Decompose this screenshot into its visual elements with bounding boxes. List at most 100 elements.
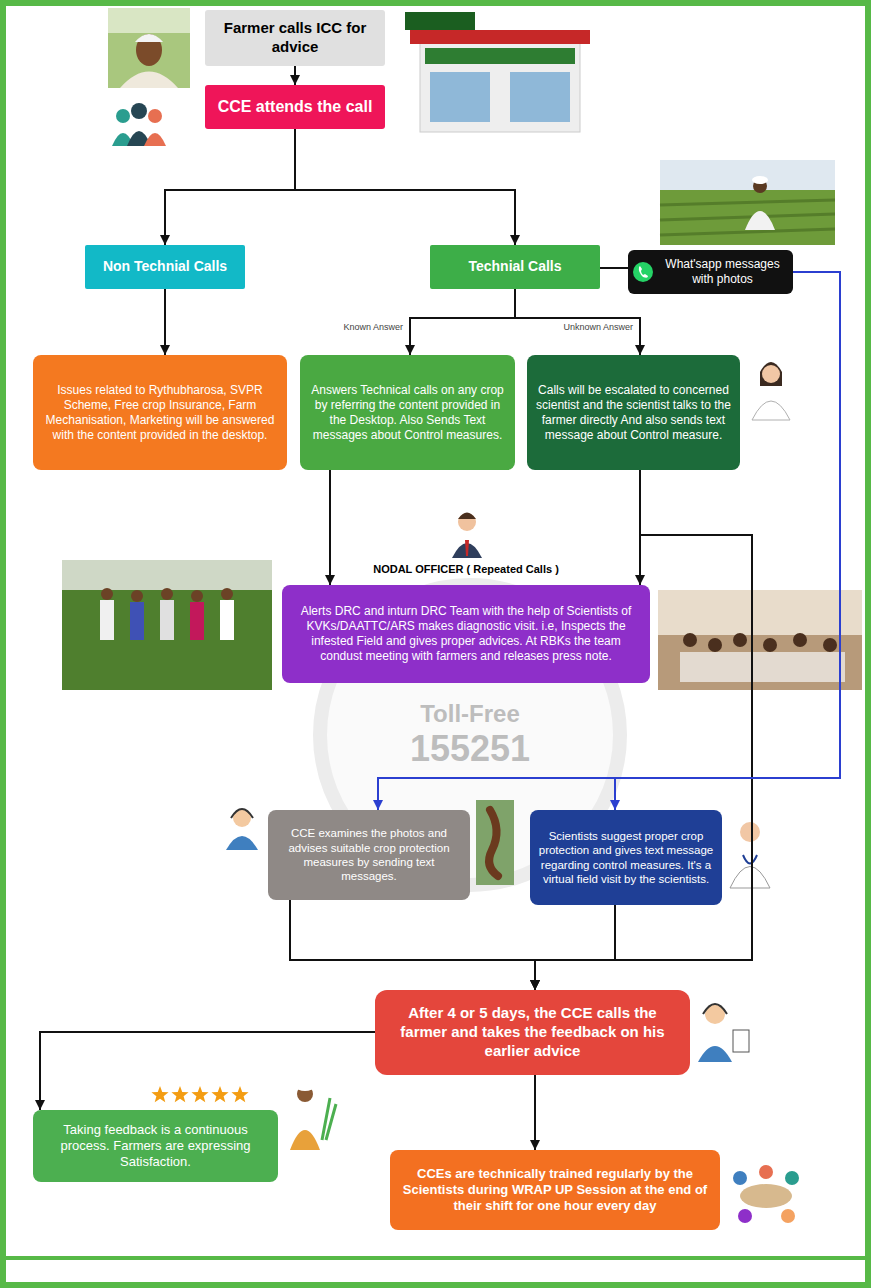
page-frame: [3, 3, 868, 1285]
building-sign: [425, 48, 575, 64]
building-board: [405, 12, 475, 30]
agent-body: [226, 836, 258, 850]
person: [190, 602, 204, 640]
note-box: CCEs are technically trained regularly b…: [390, 1150, 720, 1230]
trainee: [759, 1165, 773, 1179]
start-box: Farmer calls ICC for advice: [205, 10, 385, 66]
answer-box: Answers Technical calls on any crop by r…: [300, 355, 515, 470]
node-text: Non Technial Calls: [91, 258, 239, 276]
person-head: [823, 638, 837, 652]
farmer-turban: [752, 176, 768, 184]
note-box: Taking feedback is a continuous process.…: [33, 1110, 278, 1182]
photo-sky: [62, 560, 272, 590]
whatsapp-phone: [639, 266, 648, 278]
node-text: CCEs are technically trained regularly b…: [398, 1166, 712, 1215]
farmer-head: [136, 34, 162, 66]
field-photo: [660, 160, 835, 245]
star: [151, 1086, 168, 1102]
agent-head: [148, 109, 162, 123]
connector: [165, 129, 295, 245]
edge-label: Known Answer: [341, 322, 405, 333]
photo-wall: [658, 590, 862, 635]
connector: [294, 66, 296, 85]
person-head: [221, 588, 233, 600]
person-head: [763, 638, 777, 652]
crowd: [680, 652, 845, 682]
person-head: [793, 633, 807, 647]
star: [211, 1086, 228, 1102]
photo-sky: [660, 160, 835, 190]
photo-sky: [108, 8, 190, 33]
node-text: Scientists suggest proper crop protectio…: [538, 829, 714, 887]
person-head: [733, 633, 747, 647]
doctor-icon: [730, 822, 770, 888]
edge-label: Unknown Answer: [561, 322, 635, 333]
headset: [231, 809, 253, 818]
person-head: [708, 638, 722, 652]
connectors: [40, 66, 840, 1150]
action-box: NODAL OFFICER ( Repeated Calls )Alerts D…: [282, 585, 650, 683]
person: [220, 600, 234, 640]
pest-photo: [476, 800, 514, 885]
node-text: Taking feedback is a continuous process.…: [41, 1122, 270, 1171]
connector: [329, 470, 331, 585]
building-window: [510, 72, 570, 122]
answer-box: Calls will be escalated to concerned sci…: [527, 355, 740, 470]
officer-tie: [465, 540, 469, 556]
feedback-box: After 4 or 5 days, the CCE calls the far…: [375, 990, 690, 1075]
agent-head: [131, 103, 147, 119]
lab-coat: [730, 867, 770, 889]
meeting-photo: [658, 590, 862, 690]
connector: [535, 905, 615, 990]
photo-field: [660, 190, 835, 245]
leaf-ground: [476, 800, 514, 885]
watermark-text: Toll-Free: [320, 700, 620, 728]
node-text: Farmer calls ICC for advice: [213, 19, 377, 57]
node-text: CCE attends the call: [213, 97, 377, 117]
farmer-turban: [296, 1083, 314, 1091]
connector: [290, 900, 535, 990]
category-box: Technial Calls: [430, 245, 600, 289]
scientist-head: [762, 365, 780, 383]
feedback-agent-icon: [698, 1004, 749, 1062]
person: [100, 600, 114, 640]
connector: [515, 289, 640, 355]
connector: [40, 1032, 375, 1110]
person-head: [191, 590, 203, 602]
photo-field: [62, 590, 272, 690]
farmer-body: [290, 1130, 320, 1150]
agent-icon: [226, 809, 258, 850]
caterpillar: [489, 810, 498, 876]
person: [130, 602, 144, 640]
connector: [295, 129, 515, 245]
node-text: Technial Calls: [436, 258, 594, 276]
channel-box: What'sapp messages with photos: [628, 250, 793, 294]
clipboard: [733, 1030, 749, 1052]
process-box: CCE attends the call: [205, 85, 385, 129]
answer-box: Issues related to Rythubharosa, SVPR Sch…: [33, 355, 287, 470]
doctor-head: [740, 822, 760, 842]
farmer-body: [745, 211, 775, 230]
node-text: What'sapp messages with photos: [658, 257, 787, 287]
connector: [410, 289, 515, 355]
photo-ground: [108, 8, 190, 88]
advice-box: Scientists suggest proper crop protectio…: [530, 810, 722, 905]
connector: [600, 267, 628, 269]
connector: [615, 272, 840, 810]
hair: [760, 362, 782, 386]
trainee: [785, 1171, 799, 1185]
rating-stars: [151, 1086, 248, 1102]
person: [160, 600, 174, 640]
crop-rows: [660, 200, 835, 235]
heading-text: NODAL OFFICER ( Repeated Calls ): [373, 563, 559, 576]
node-text: Alerts DRC and inturn DRC Team with the …: [292, 604, 640, 664]
connector: [534, 1075, 536, 1150]
whatsapp-icon: [633, 262, 653, 282]
trainee: [733, 1171, 747, 1185]
building-window: [430, 72, 490, 122]
farmer-photo: [108, 8, 190, 88]
trainee: [781, 1209, 795, 1223]
watermark-text: 155251: [320, 728, 620, 769]
officer-head: [458, 513, 476, 531]
